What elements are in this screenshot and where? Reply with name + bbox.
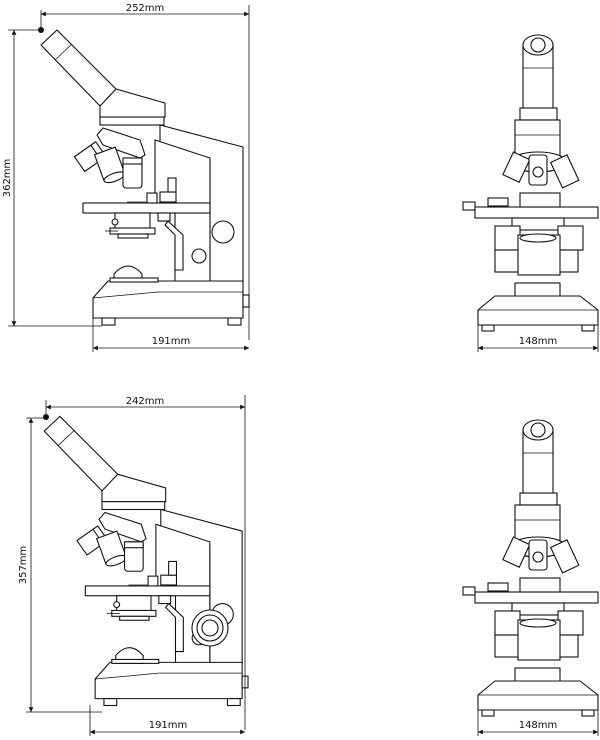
microscope-front-drawing — [462, 419, 599, 717]
width-label: 252mm — [126, 3, 165, 14]
height-label: 357mm — [18, 546, 29, 585]
side-view-2: 242mm 357mm 191mm — [18, 395, 249, 736]
width-label: 242mm — [126, 396, 165, 407]
front-view-1: 148mm — [462, 34, 599, 352]
base-label: 191mm — [149, 720, 188, 731]
microscope-side-drawing — [40, 29, 250, 326]
side-view-1: 252mm 362mm 191mm — [2, 3, 250, 352]
microscope-side-drawing — [43, 415, 249, 707]
front-base-label: 148mm — [519, 336, 558, 347]
front-base-label: 148mm — [519, 720, 558, 731]
reference-dot — [43, 414, 49, 420]
microscope-front-drawing — [462, 34, 599, 332]
height-label: 362mm — [2, 159, 13, 198]
base-label: 191mm — [152, 336, 191, 347]
front-view-2: 148mm — [462, 419, 599, 736]
